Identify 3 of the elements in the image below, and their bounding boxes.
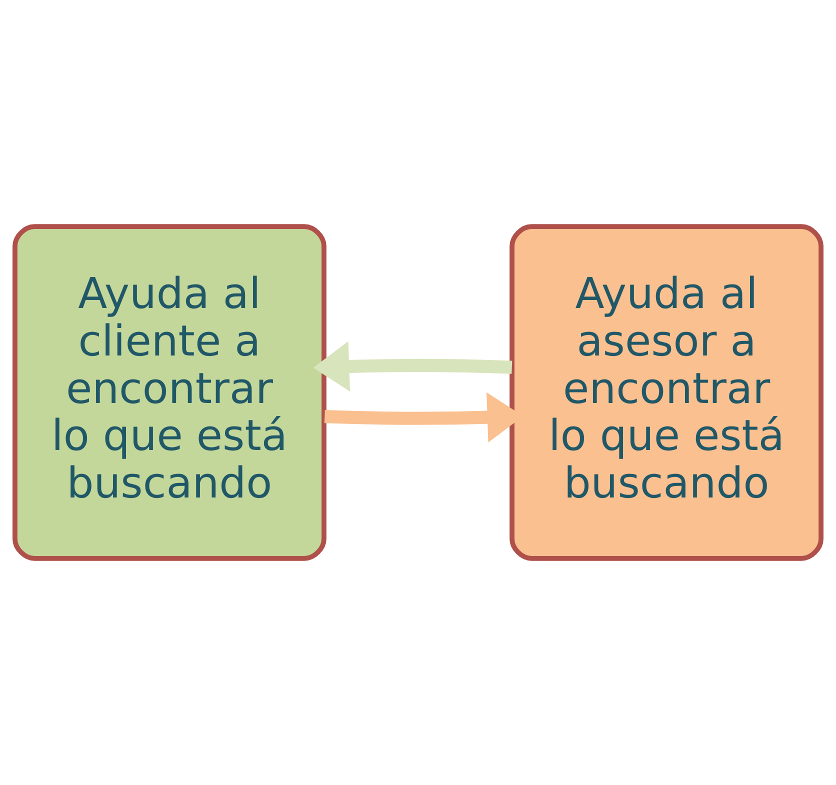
node-box: Ayuda al asesor a encontrar lo que está buscando bbox=[510, 224, 824, 561]
arrow bbox=[313, 341, 512, 392]
node-box: Ayuda al cliente a encontrar lo que está buscando bbox=[12, 224, 326, 561]
